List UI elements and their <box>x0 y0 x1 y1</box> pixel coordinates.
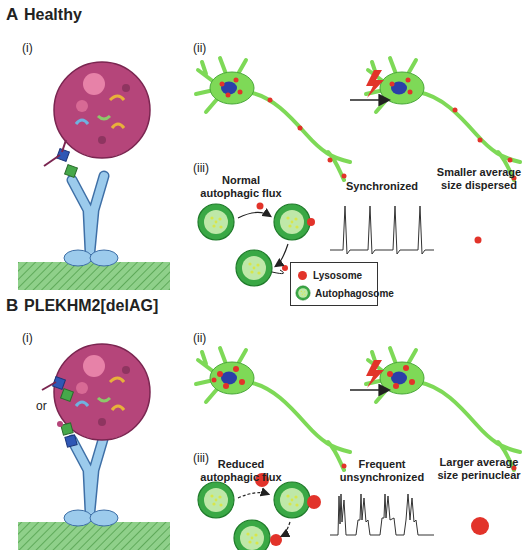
lysosome <box>475 237 482 244</box>
size-caption: Smaller average size dispersed <box>434 166 524 191</box>
lysosome-dots <box>212 365 517 471</box>
microtubule-band <box>18 522 170 550</box>
lysosome-cargo <box>54 62 150 158</box>
lysosome <box>282 265 288 271</box>
flux-arrow <box>276 244 288 266</box>
adaptor-protein <box>65 165 78 178</box>
panel-title: PLEKHM2[delAG] <box>24 297 158 315</box>
motor-protein <box>64 176 118 266</box>
subpanel-number: (iii) <box>193 452 209 466</box>
autophagosome <box>236 250 272 286</box>
legend-row: Lysosome <box>295 266 373 284</box>
lysosome <box>257 203 264 210</box>
autophagosome <box>274 482 310 518</box>
microtubule-band <box>18 262 170 290</box>
process-caption: Normal autophagic flux <box>196 174 286 199</box>
lysosome-cargo <box>54 344 150 440</box>
flux-arrow <box>282 522 290 536</box>
flux-arrow <box>238 212 270 218</box>
lysosome-dots <box>220 78 517 181</box>
flux-arrow <box>238 493 268 498</box>
lightning-bolt <box>366 70 384 98</box>
panel-letter: B <box>6 296 18 316</box>
neuron <box>196 348 350 470</box>
motor-protein <box>64 436 118 526</box>
stimulus-arrow <box>350 99 388 101</box>
lysosome <box>471 517 489 535</box>
legend-text: Lysosome <box>313 270 362 281</box>
subpanel-number: (iii) <box>193 162 209 176</box>
neuron <box>196 58 350 180</box>
legend-box: LysosomeAutophagosome <box>290 262 378 306</box>
autophagosome <box>198 482 234 518</box>
subpanel-number: (ii) <box>193 332 206 346</box>
subpanel-number: (ii) <box>193 42 206 56</box>
lysosome <box>270 534 282 546</box>
activity-caption: Frequent unsynchronized <box>334 458 430 483</box>
subpanel-number: (i) <box>22 332 33 346</box>
lysosome <box>307 495 321 509</box>
spike-trace <box>330 206 434 254</box>
neuron <box>366 58 520 180</box>
panel-letter: A <box>6 5 18 25</box>
adaptor-protein <box>61 389 74 402</box>
adaptor-protein <box>65 435 77 447</box>
legend-symbol <box>295 285 311 301</box>
autophagosome <box>234 520 270 550</box>
activity-caption: Synchronized <box>334 180 430 193</box>
flux-arrow <box>272 270 284 274</box>
neuron <box>366 348 520 470</box>
legend-row: Autophagosome <box>295 284 373 302</box>
panel-title: Healthy <box>24 6 82 24</box>
linker <box>42 382 56 390</box>
subpanel-number: (i) <box>22 42 33 56</box>
legend-swatch <box>298 271 307 280</box>
linker <box>44 140 66 166</box>
connector-word: or <box>36 400 47 414</box>
spike-trace <box>330 494 434 535</box>
lysosome <box>307 218 315 226</box>
linker <box>57 421 63 427</box>
autophagosome <box>274 204 310 240</box>
lightning-bolt <box>366 360 384 388</box>
autophagosome <box>198 204 234 240</box>
process-caption: Reduced autophagic flux <box>196 458 286 483</box>
size-caption: Larger average size perinuclear <box>434 456 524 481</box>
legend-text: Autophagosome <box>315 288 394 299</box>
stimulus-arrow <box>350 389 388 391</box>
